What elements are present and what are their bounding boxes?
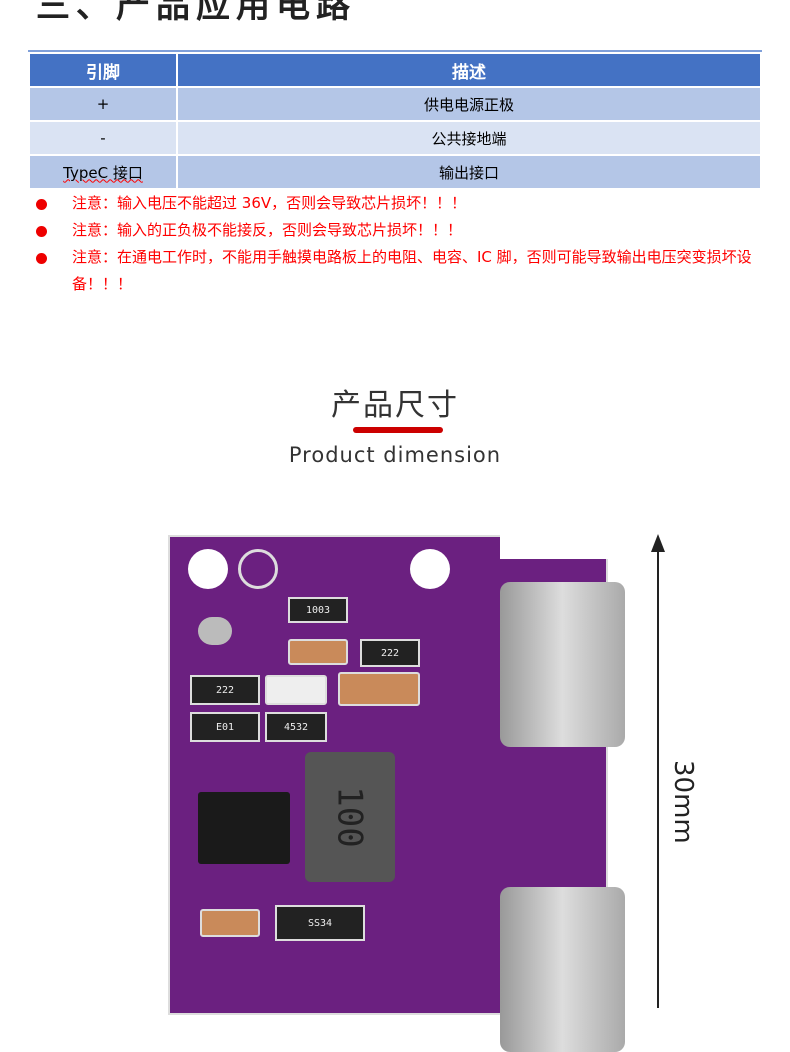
mount-hole	[410, 549, 450, 589]
warning-notes: 注意：输入电压不能超过 36V，否则会导致芯片损坏！！！ 注意：输入的正负极不能…	[30, 190, 760, 298]
table-top-line	[28, 50, 762, 52]
note-text: 注意：输入电压不能超过 36V，否则会导致芯片损坏！！！	[72, 194, 467, 212]
capacitor	[288, 639, 348, 665]
led	[265, 675, 327, 705]
mount-hole	[188, 549, 228, 589]
pad	[198, 617, 232, 645]
usb-c-port	[500, 887, 625, 1052]
resistor: 1003	[288, 597, 348, 623]
resistor: 222	[360, 639, 420, 667]
capacitor	[338, 672, 420, 706]
header-pin: 引脚	[28, 52, 178, 88]
title-underline	[353, 427, 443, 433]
pcb-image: 1003 222 222 E01 4532 100 SS34	[168, 535, 625, 1052]
pin-cell: TypeC 接口	[28, 154, 178, 190]
desc-cell: 输出接口	[176, 154, 762, 190]
dimension-label: 30mm	[668, 760, 698, 844]
pin-table: 引脚描述 +供电电源正极 -公共接地端 TypeC 接口输出接口	[28, 52, 762, 190]
bullet-icon	[36, 253, 47, 264]
table-header: 引脚描述	[28, 52, 762, 88]
diode: SS34	[275, 905, 365, 941]
bullet-icon	[36, 226, 47, 237]
dimension-title-en: Product dimension	[288, 443, 502, 467]
resistor: 4532	[265, 712, 327, 742]
dimension-title-cn: 产品尺寸	[331, 388, 459, 423]
usb-c-port	[500, 582, 625, 747]
pin-cell: +	[28, 86, 178, 122]
pcb-notch	[500, 535, 612, 559]
note-text: 注意：在通电工作时，不能用手触摸电路板上的电阻、电容、IC 脚，否则可能导致输出…	[72, 248, 752, 293]
header-desc: 描述	[176, 52, 762, 88]
arrow-up-icon	[651, 534, 665, 552]
warning-note: 注意：输入电压不能超过 36V，否则会导致芯片损坏！！！	[30, 190, 760, 217]
resistor: E01	[190, 712, 260, 742]
resistor: 222	[190, 675, 260, 705]
desc-cell: 公共接地端	[176, 120, 762, 156]
logo-mark	[238, 549, 278, 589]
bullet-icon	[36, 199, 47, 210]
desc-cell: 供电电源正极	[176, 86, 762, 122]
table-row: -公共接地端	[28, 120, 762, 156]
warning-note: 注意：输入的正负极不能接反，否则会导致芯片损坏！！！	[30, 217, 760, 244]
table-row: +供电电源正极	[28, 86, 762, 122]
section-heading: 三、产品应用电路	[36, 0, 356, 26]
table-row: TypeC 接口输出接口	[28, 154, 762, 190]
inductor: 100	[305, 752, 395, 882]
warning-note: 注意：在通电工作时，不能用手触摸电路板上的电阻、电容、IC 脚，否则可能导致输出…	[30, 244, 760, 298]
ic-chip	[198, 792, 290, 864]
capacitor	[200, 909, 260, 937]
pin-cell: -	[28, 120, 178, 156]
note-text: 注意：输入的正负极不能接反，否则会导致芯片损坏！！！	[72, 221, 463, 239]
inductor-label: 100	[329, 786, 370, 848]
dimension-line	[657, 548, 659, 1008]
